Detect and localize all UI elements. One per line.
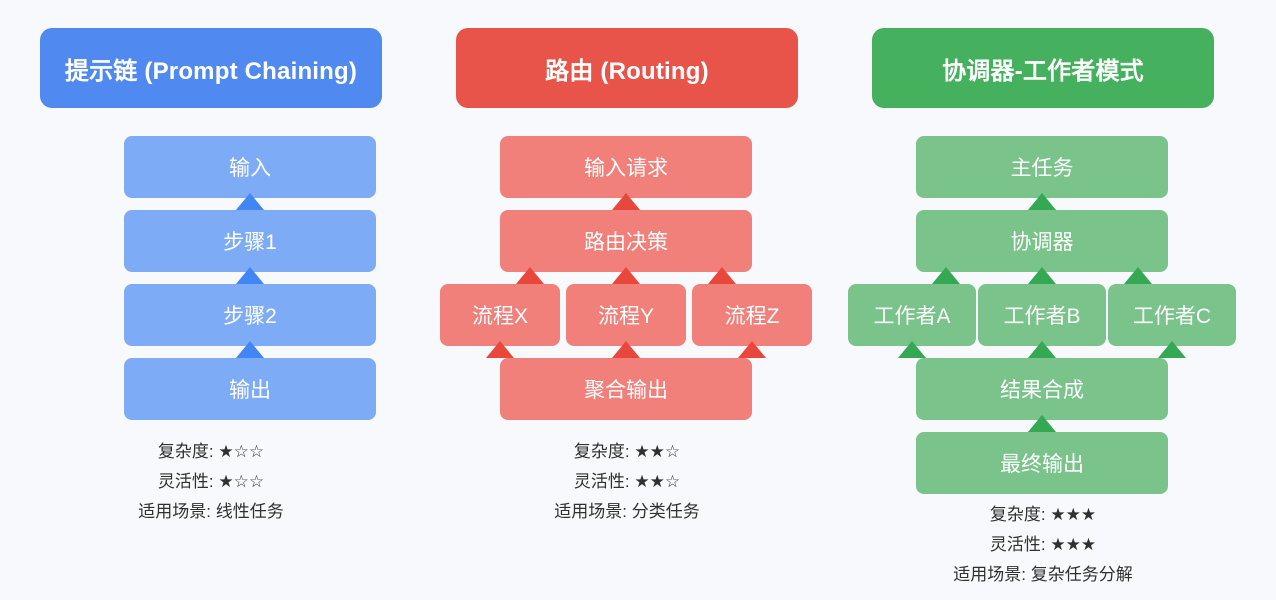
node-step-1[interactable]: 步骤1 xyxy=(124,210,376,272)
arrow-up-icon xyxy=(516,267,544,284)
scenario-value: 分类任务 xyxy=(631,502,700,521)
flexibility-row: 灵活性: ★★★ xyxy=(872,530,1214,560)
scenario-row: 适用场景: 分类任务 xyxy=(456,497,798,527)
scenario-row: 适用场景: 复杂任务分解 xyxy=(872,560,1214,590)
node-process-x[interactable]: 流程X xyxy=(440,284,560,346)
node-result-synthesis[interactable]: 结果合成 xyxy=(916,358,1168,420)
pattern-meta-routing: 复杂度: ★★☆ 灵活性: ★★☆ 适用场景: 分类任务 xyxy=(456,437,798,527)
flexibility-stars: ★★★ xyxy=(1050,535,1097,554)
flexibility-row: 灵活性: ★★☆ xyxy=(456,467,798,497)
arrow-up-icon xyxy=(1028,193,1056,210)
flexibility-label: 灵活性: xyxy=(157,472,214,491)
arrow-up-icon xyxy=(236,341,264,358)
scenario-label: 适用场景: xyxy=(953,565,1026,584)
pattern-column-routing: 路由 (Routing) 输入请求 路由决策 流程X 流程Y 流程Z 聚合输出 … xyxy=(440,0,812,600)
complexity-row: 复杂度: ★☆☆ xyxy=(40,437,382,467)
complexity-row: 复杂度: ★★★ xyxy=(872,500,1214,530)
arrow-up-icon xyxy=(932,267,960,284)
pattern-meta-prompt-chaining: 复杂度: ★☆☆ 灵活性: ★☆☆ 适用场景: 线性任务 xyxy=(40,437,382,527)
complexity-stars: ★★☆ xyxy=(634,442,681,461)
flexibility-label: 灵活性: xyxy=(989,535,1046,554)
arrow-up-icon xyxy=(612,193,640,210)
scenario-value: 线性任务 xyxy=(215,502,284,521)
node-input[interactable]: 输入 xyxy=(124,136,376,198)
scenario-row: 适用场景: 线性任务 xyxy=(40,497,382,527)
column-header-orchestrator-worker: 协调器-工作者模式 xyxy=(872,28,1214,108)
pattern-meta-orchestrator-worker: 复杂度: ★★★ 灵活性: ★★★ 适用场景: 复杂任务分解 xyxy=(872,500,1214,590)
node-process-z[interactable]: 流程Z xyxy=(692,284,812,346)
arrow-up-icon xyxy=(1158,341,1186,358)
node-input-request[interactable]: 输入请求 xyxy=(500,136,752,198)
node-process-y[interactable]: 流程Y xyxy=(566,284,686,346)
node-output[interactable]: 输出 xyxy=(124,358,376,420)
arrow-up-icon xyxy=(486,341,514,358)
flexibility-row: 灵活性: ★☆☆ xyxy=(40,467,382,497)
arrow-up-icon xyxy=(612,341,640,358)
complexity-stars: ★★★ xyxy=(1050,505,1097,524)
node-main-task[interactable]: 主任务 xyxy=(916,136,1168,198)
pattern-column-prompt-chaining: 提示链 (Prompt Chaining) 输入 步骤1 步骤2 输出 复杂度:… xyxy=(40,0,382,600)
arrow-up-icon xyxy=(1028,341,1056,358)
arrow-up-icon xyxy=(236,267,264,284)
node-aggregate-output[interactable]: 聚合输出 xyxy=(500,358,752,420)
column-header-routing: 路由 (Routing) xyxy=(456,28,798,108)
complexity-label: 复杂度: xyxy=(157,442,214,461)
flexibility-label: 灵活性: xyxy=(573,472,630,491)
arrow-up-icon xyxy=(708,267,736,284)
node-worker-b[interactable]: 工作者B xyxy=(978,284,1106,346)
arrow-up-icon xyxy=(1028,267,1056,284)
flexibility-stars: ★★☆ xyxy=(634,472,681,491)
arrow-up-icon xyxy=(1124,267,1152,284)
complexity-row: 复杂度: ★★☆ xyxy=(456,437,798,467)
complexity-stars: ★☆☆ xyxy=(218,442,265,461)
scenario-label: 适用场景: xyxy=(554,502,627,521)
complexity-label: 复杂度: xyxy=(573,442,630,461)
node-step-2[interactable]: 步骤2 xyxy=(124,284,376,346)
arrow-up-icon xyxy=(236,193,264,210)
column-header-prompt-chaining: 提示链 (Prompt Chaining) xyxy=(40,28,382,108)
complexity-label: 复杂度: xyxy=(989,505,1046,524)
scenario-value: 复杂任务分解 xyxy=(1030,565,1133,584)
arrow-up-icon xyxy=(898,341,926,358)
node-worker-a[interactable]: 工作者A xyxy=(848,284,976,346)
arrow-up-icon xyxy=(738,341,766,358)
pattern-column-orchestrator-worker: 协调器-工作者模式 主任务 协调器 工作者A 工作者B 工作者C 结果合成 最终… xyxy=(848,0,1236,600)
node-final-output[interactable]: 最终输出 xyxy=(916,432,1168,494)
node-worker-c[interactable]: 工作者C xyxy=(1108,284,1236,346)
flexibility-stars: ★☆☆ xyxy=(218,472,265,491)
scenario-label: 适用场景: xyxy=(138,502,211,521)
node-routing-decision[interactable]: 路由决策 xyxy=(500,210,752,272)
arrow-up-icon xyxy=(612,267,640,284)
arrow-up-icon xyxy=(1028,415,1056,432)
node-orchestrator[interactable]: 协调器 xyxy=(916,210,1168,272)
